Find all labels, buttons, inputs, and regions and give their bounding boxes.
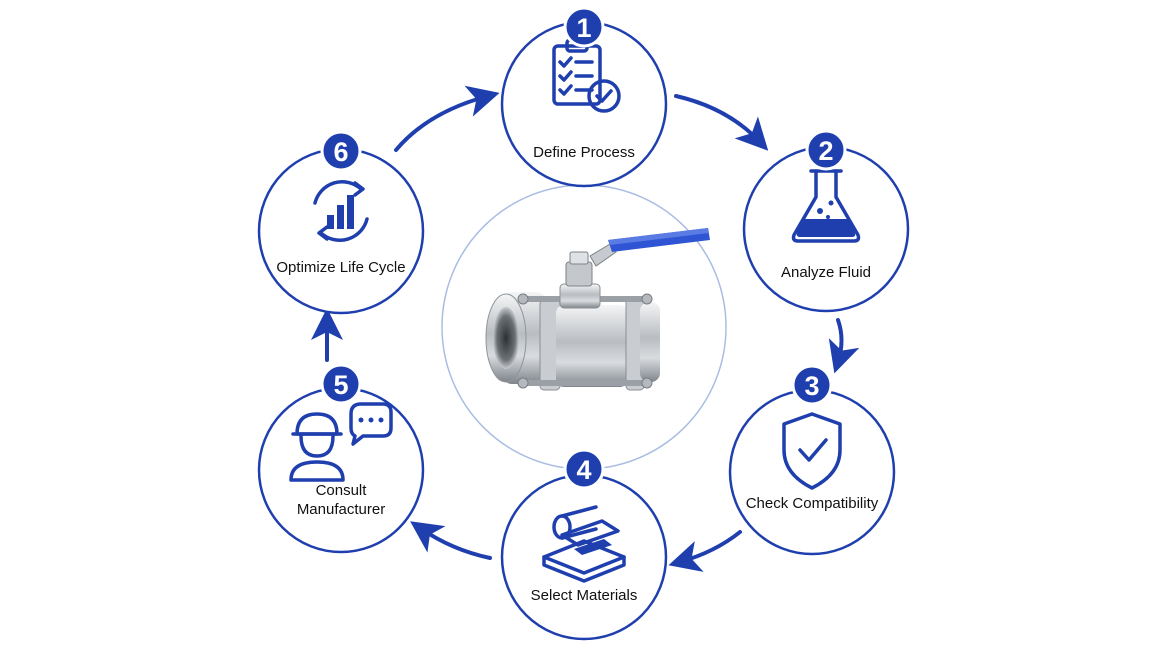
step-number: 2 — [818, 136, 833, 166]
step-number-badge — [791, 364, 833, 406]
step-label: Define Process — [533, 144, 635, 161]
step-1: Define Process 1 — [500, 6, 668, 188]
arrow-4-to-5 — [410, 521, 492, 560]
step-number-badge — [563, 448, 605, 490]
materials-stack-icon — [542, 505, 626, 583]
step-label: Optimize Life Cycle — [276, 259, 405, 276]
shield-check-icon — [782, 412, 842, 490]
step-number-badge — [563, 6, 605, 48]
step-3: Check Compatibility 3 — [728, 364, 896, 556]
step-number-badge — [320, 363, 362, 405]
cycle-chart-icon — [313, 179, 369, 243]
arrow-1-to-2 — [674, 94, 769, 151]
cycle-arrows — [311, 85, 860, 572]
step-number: 3 — [804, 371, 819, 401]
step-number: 5 — [333, 370, 348, 400]
step-number-badge — [320, 130, 362, 172]
step-circle — [257, 147, 425, 315]
step-label: Consult — [316, 482, 368, 499]
step-circle — [500, 473, 668, 641]
flask-icon — [791, 169, 861, 243]
arrow-3-to-4 — [668, 530, 742, 572]
arrow-6-to-1 — [394, 85, 500, 152]
step-label: Analyze Fluid — [781, 264, 871, 281]
ball-valve-image — [485, 228, 710, 391]
step-label: Check Compatibility — [746, 495, 879, 512]
step-number-badge — [805, 129, 847, 171]
step-4: Select Materials 4 — [500, 448, 668, 641]
step-2: Analyze Fluid 2 — [742, 129, 910, 313]
step-label: Manufacturer — [297, 501, 385, 518]
arrow-2-to-3 — [828, 318, 860, 374]
step-number: 6 — [333, 137, 348, 167]
step-label: Select Materials — [531, 587, 638, 604]
step-number: 1 — [576, 13, 591, 43]
step-6: Optimize Life Cycle 6 — [257, 130, 425, 315]
engineer-chat-icon — [289, 402, 393, 482]
step-number: 4 — [576, 455, 591, 485]
